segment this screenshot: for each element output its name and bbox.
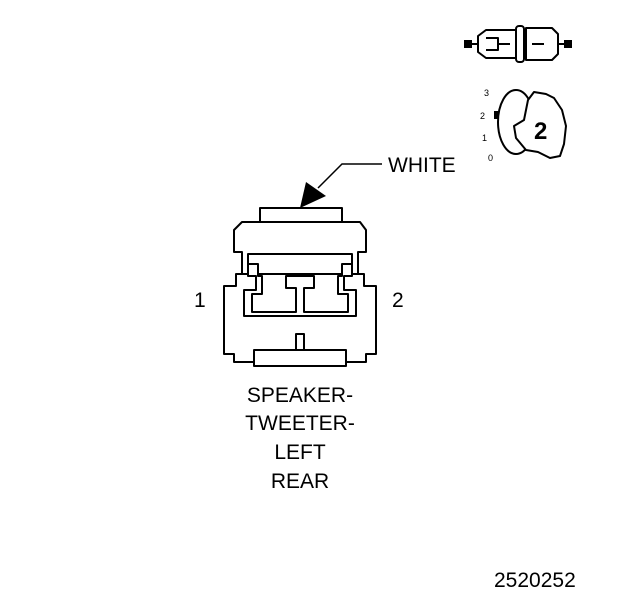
connector-skirt [253,349,347,367]
key-selected-number: 2 [534,118,547,145]
connector-key-notch [295,333,305,351]
key-position-indicator: 3 2 1 0 2 [480,88,567,163]
key-position-1: 1 [482,133,487,143]
pin-label-2: 2 [392,289,404,312]
connector-body [223,273,377,363]
key-body [513,91,567,159]
side-view-terminal-right [564,40,572,48]
connector-color-label: WHITE [388,154,456,177]
connector-side-view [464,25,572,63]
key-position-2: 2 [480,111,485,121]
connector-name-line-2: TWEETER- [245,412,355,435]
figure-number: 2520252 [494,569,576,592]
connector-cavity [243,263,357,317]
key-position-3: 3 [484,88,489,98]
connector-name-line-3: LEFT [274,441,326,464]
connector-name-line-4: REAR [271,470,329,493]
pin-label-1: 1 [194,289,206,312]
callout-leader-line [317,163,382,189]
connector-name-line-1: SPEAKER- [247,384,353,407]
key-position-0: 0 [488,153,493,163]
callout-arrowhead [300,182,326,208]
connector-face [223,207,377,367]
color-callout: WHITE [300,154,456,208]
side-view-terminal-left [464,40,472,48]
side-view-ring [515,25,525,63]
connector-latch-tab [259,207,343,223]
connector-hood [233,221,367,277]
connector-name: SPEAKER- TWEETER- LEFT REAR [245,384,355,493]
